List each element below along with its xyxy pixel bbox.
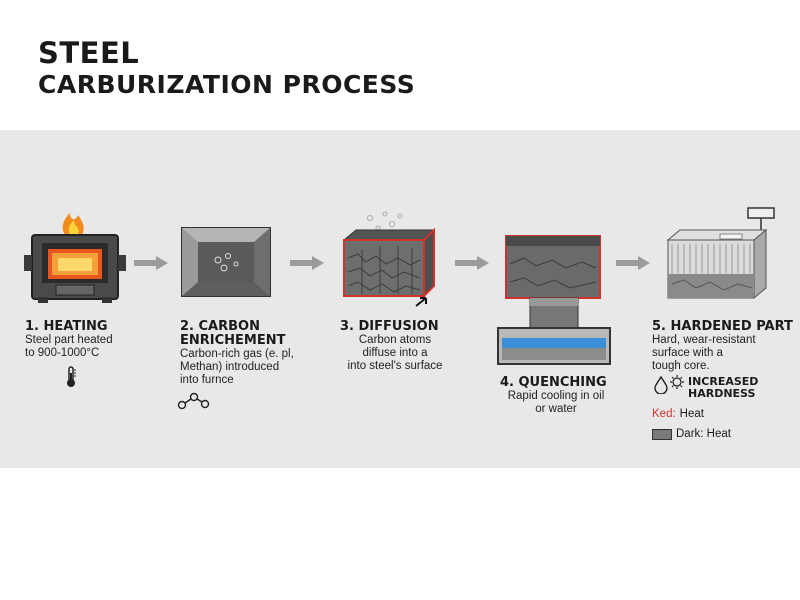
legend-dark-text: Dark: Heat bbox=[676, 428, 731, 440]
arrow-icon bbox=[290, 256, 324, 270]
thermometer-icon bbox=[67, 366, 76, 387]
furnace-illustration bbox=[24, 213, 126, 303]
title-line-2: CARBURIZATION PROCESS bbox=[38, 70, 416, 100]
arrow-icon bbox=[455, 256, 489, 270]
step-2-title: 2. CARBON ENRICHEMENT bbox=[180, 319, 286, 348]
molecule-icon bbox=[177, 392, 210, 410]
flame-icon bbox=[62, 213, 84, 235]
increased-hardness-label: INCREASED HARDNESS bbox=[688, 375, 759, 400]
diffusion-block-illustration bbox=[342, 211, 436, 307]
step-2-description: Carbon-rich gas (e. pl, Methan) introduc… bbox=[180, 348, 294, 386]
carbon-chamber-illustration bbox=[181, 227, 271, 297]
legend-dark: Dark: Heat bbox=[652, 428, 731, 440]
legend-dark-swatch bbox=[652, 428, 672, 440]
quenching-illustration bbox=[497, 235, 611, 365]
title-line-1: STEEL bbox=[38, 36, 140, 70]
hardness-icon bbox=[670, 375, 684, 389]
step-1-title: 1. HEATING bbox=[25, 319, 108, 334]
step-5-description: Hard, wear-resistant surface with a toug… bbox=[652, 334, 756, 372]
step-5-title: 5. HARDENED PART bbox=[652, 319, 793, 334]
process-band bbox=[0, 130, 800, 468]
legend-heat: Ked: Heat bbox=[652, 408, 704, 420]
step-4-description: Rapid cooling in oil or water bbox=[507, 390, 605, 415]
step-3-title: 3. DIFFUSION bbox=[340, 319, 439, 334]
step-1-description: Steel part heated to 900-1000°C bbox=[25, 334, 113, 359]
step-3-description: Carbon atoms diffuse into a into steel's… bbox=[347, 334, 443, 372]
page-title: STEEL CARBURIZATION PROCESS bbox=[38, 38, 415, 99]
hardened-part-illustration bbox=[666, 207, 775, 300]
arrow-icon bbox=[134, 256, 168, 270]
legend-heat-text: Heat bbox=[679, 408, 704, 420]
arrow-icon bbox=[616, 256, 650, 270]
legend-heat-key: Ked: bbox=[652, 408, 676, 420]
step-4-title: 4. QUENCHING bbox=[500, 375, 607, 390]
droplet-icon bbox=[654, 376, 668, 394]
